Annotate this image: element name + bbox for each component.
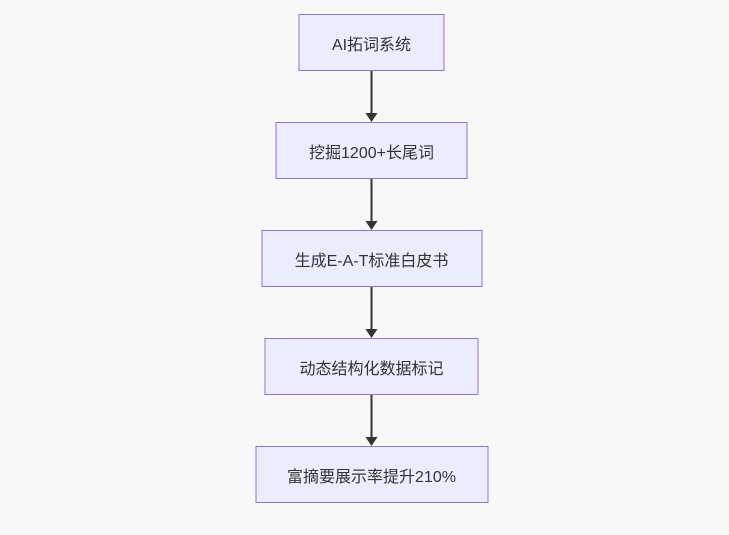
node-label: 富摘要展示率提升210% [287,468,456,486]
node-structured-data-markup: 动态结构化数据标记 [264,338,479,395]
edge-arrow-a-b [365,71,378,122]
arrowhead-down-icon [365,113,378,122]
arrowhead-down-icon [365,437,378,446]
node-eat-whitepaper: 生成E-A-T标准白皮书 [261,230,482,287]
edge-arrow-d-e [365,395,378,446]
edge-line [370,179,373,221]
node-longtail-keywords: 挖掘1200+长尾词 [275,122,468,179]
edge-line [370,287,373,329]
edge-arrow-c-d [365,287,378,338]
node-label: 挖掘1200+长尾词 [309,144,434,162]
node-label: 生成E-A-T标准白皮书 [294,252,449,270]
edge-line [370,395,373,437]
arrowhead-down-icon [365,329,378,338]
arrowhead-down-icon [365,221,378,230]
edge-arrow-b-c [365,179,378,230]
edge-line [370,71,373,113]
node-label: 动态结构化数据标记 [299,360,444,378]
flow-column: AI拓词系统 挖掘1200+长尾词 生成E-A-T标准白皮书 动态结构化数据标记 [255,14,488,503]
node-rich-snippet-rate: 富摘要展示率提升210% [255,446,488,503]
node-label: AI拓词系统 [331,36,412,54]
node-ai-expansion-system: AI拓词系统 [298,14,445,71]
